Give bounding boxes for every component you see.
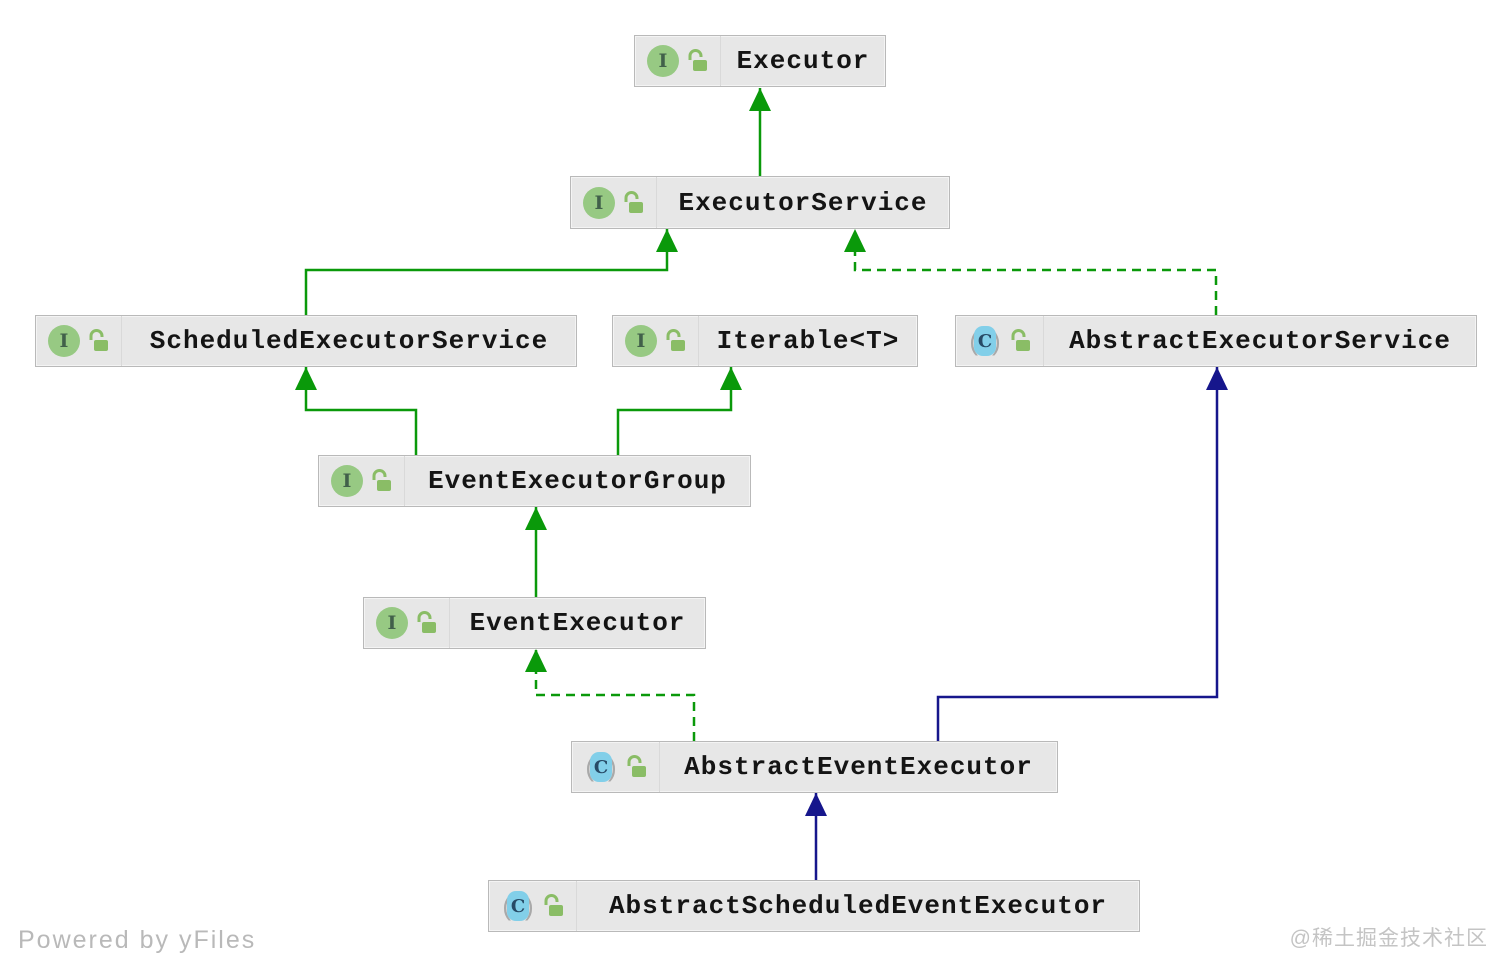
class-node-event-executor[interactable]: I EventExecutor bbox=[363, 597, 706, 649]
node-icons: I bbox=[319, 456, 405, 506]
edge-extends-scheduled-executor-service-to-executor-service bbox=[304, 229, 669, 315]
interface-icon: I bbox=[583, 186, 615, 219]
node-icons: I bbox=[635, 36, 721, 86]
unlocked-icon bbox=[688, 49, 707, 71]
class-name: AbstractEventExecutor bbox=[684, 752, 1033, 782]
class-icon: (C) bbox=[501, 890, 535, 922]
class-node-iterable[interactable]: I Iterable<T> bbox=[612, 315, 918, 367]
class-name: Iterable<T> bbox=[716, 326, 900, 356]
unlocked-icon bbox=[544, 894, 563, 916]
arrowhead-icon bbox=[525, 649, 547, 672]
interface-icon: I bbox=[647, 45, 679, 77]
edge-extends-abstract-event-executor-to-abstract-executor-service bbox=[936, 367, 1219, 741]
class-node-scheduled-executor-service[interactable]: I ScheduledExecutorService bbox=[35, 315, 577, 367]
class-node-executor-service[interactable]: I ExecutorService bbox=[570, 176, 950, 229]
class-node-abstract-executor-service[interactable]: (C) AbstractExecutorService bbox=[955, 315, 1477, 367]
interface-icon: I bbox=[331, 465, 363, 497]
arrowhead-icon bbox=[805, 793, 827, 816]
arrowhead-icon bbox=[525, 507, 547, 530]
edge-implements-abstract-event-executor-to-event-executor bbox=[534, 649, 696, 741]
class-name: EventExecutorGroup bbox=[428, 466, 727, 496]
interface-icon: I bbox=[376, 607, 408, 639]
unlocked-icon bbox=[624, 190, 643, 213]
unlocked-icon bbox=[89, 329, 108, 351]
edge-extends-event-executor-group-to-scheduled-executor-service bbox=[304, 367, 418, 455]
class-icon: (C) bbox=[968, 325, 1002, 357]
arrowhead-icon bbox=[1206, 367, 1228, 390]
edge-implements-abstract-executor-service-to-executor-service bbox=[853, 229, 1218, 315]
node-icons: (C) bbox=[572, 742, 660, 792]
class-name: ExecutorService bbox=[678, 187, 928, 218]
arrowhead-icon bbox=[656, 229, 678, 252]
edge-extends-event-executor-group-to-iterable bbox=[616, 367, 733, 455]
node-icons: I bbox=[571, 177, 657, 228]
class-icon: (C) bbox=[584, 751, 618, 783]
class-name: ScheduledExecutorService bbox=[149, 326, 549, 356]
class-name: AbstractExecutorService bbox=[1069, 326, 1451, 356]
class-name: AbstractScheduledEventExecutor bbox=[608, 891, 1108, 921]
class-name: EventExecutor bbox=[469, 608, 686, 638]
interface-icon: I bbox=[48, 325, 80, 357]
node-icons: (C) bbox=[956, 316, 1044, 366]
juejin-watermark: @稀土掘金技术社区 bbox=[1289, 927, 1488, 950]
unlocked-icon bbox=[1011, 329, 1030, 351]
arrowhead-icon bbox=[295, 367, 317, 390]
arrowhead-icon bbox=[749, 88, 771, 111]
node-icons: (C) bbox=[489, 881, 577, 931]
arrowhead-icon bbox=[720, 367, 742, 390]
class-node-abstract-event-executor[interactable]: (C) AbstractEventExecutor bbox=[571, 741, 1058, 793]
interface-icon: I bbox=[625, 325, 657, 357]
unlocked-icon bbox=[666, 329, 685, 351]
powered-by-yfiles-label: Powered by yFiles bbox=[18, 926, 257, 954]
node-icons: I bbox=[613, 316, 699, 366]
class-node-executor[interactable]: I Executor bbox=[634, 35, 886, 87]
arrowhead-icon bbox=[844, 229, 866, 252]
class-node-abstract-scheduled-event-executor[interactable]: (C) AbstractScheduledEventExecutor bbox=[488, 880, 1140, 932]
unlocked-icon bbox=[417, 611, 436, 633]
node-icons: I bbox=[36, 316, 122, 366]
unlocked-icon bbox=[372, 469, 391, 491]
class-node-event-executor-group[interactable]: I EventExecutorGroup bbox=[318, 455, 751, 507]
class-name: Executor bbox=[736, 46, 870, 76]
node-icons: I bbox=[364, 598, 450, 648]
unlocked-icon bbox=[627, 755, 646, 777]
